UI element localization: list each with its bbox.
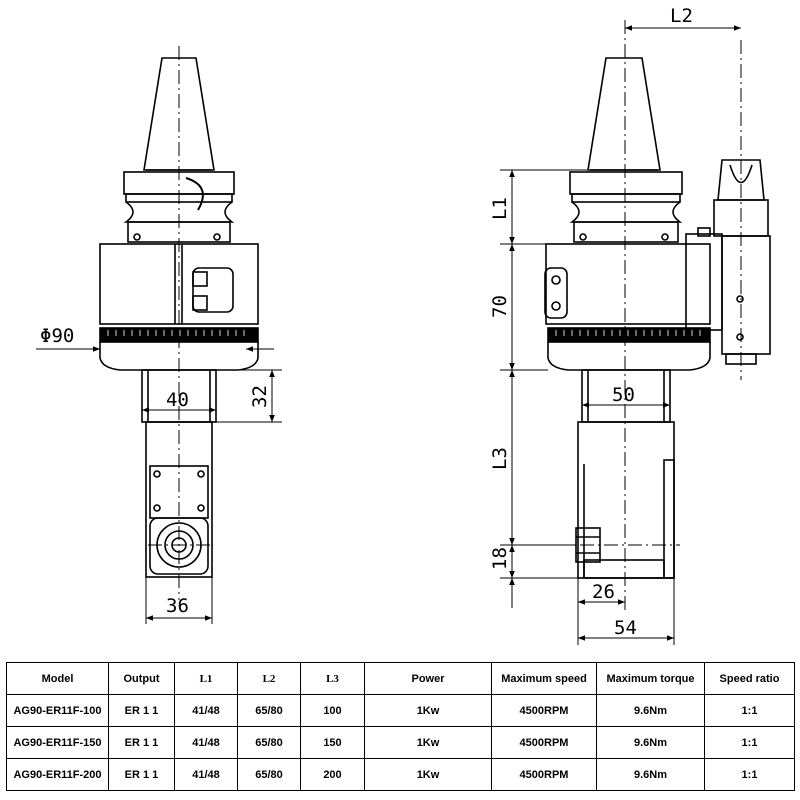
cell-power: 1Kw	[364, 758, 492, 791]
taper-shank-side	[587, 57, 661, 171]
dim-height-70: 70	[489, 295, 511, 318]
technical-drawing: Φ90 40 32 36	[36, 5, 771, 645]
scale-band-side	[547, 327, 711, 343]
cell-l1: 41/48	[174, 758, 238, 791]
extension-arm-side	[577, 421, 675, 579]
table-row: AG90-ER11F-100 ER 1 1 41/48 65/80 100 1K…	[6, 694, 795, 727]
dim-width-54: 54	[614, 617, 637, 639]
header-model: Model	[6, 662, 109, 695]
header-speed-ratio: Speed ratio	[704, 662, 795, 695]
header-max-speed: Maximum speed	[491, 662, 597, 695]
cell-max-speed: 4500RPM	[491, 694, 597, 727]
table-row: AG90-ER11F-200 ER 1 1 41/48 65/80 200 1K…	[6, 758, 795, 791]
cell-output: ER 1 1	[108, 694, 175, 727]
cell-l3: 150	[300, 726, 365, 759]
side-unit	[685, 233, 723, 331]
cell-power: 1Kw	[364, 694, 492, 727]
side-view	[544, 57, 771, 579]
header-output: Output	[108, 662, 175, 695]
dim-diameter-90: Φ90	[40, 325, 74, 347]
cell-max-torque: 9.6Nm	[596, 758, 705, 791]
cell-l1: 41/48	[174, 694, 238, 727]
cell-l3: 200	[300, 758, 365, 791]
cell-l2: 65/80	[237, 758, 301, 791]
cell-model: AG90-ER11F-200	[6, 758, 109, 791]
cell-l2: 65/80	[237, 694, 301, 727]
cell-max-torque: 9.6Nm	[596, 694, 705, 727]
taper-shank	[143, 57, 215, 171]
table-row: AG90-ER11F-150 ER 1 1 41/48 65/80 150 1K…	[6, 726, 795, 759]
cell-l1: 41/48	[174, 726, 238, 759]
cell-speed-ratio: 1:1	[704, 758, 795, 791]
cell-output: ER 1 1	[108, 758, 175, 791]
header-max-torque: Maximum torque	[596, 662, 705, 695]
dim-l3: L3	[489, 447, 511, 470]
cell-max-torque: 9.6Nm	[596, 726, 705, 759]
dim-width-26: 26	[592, 581, 615, 603]
dim-width-50: 50	[612, 384, 635, 406]
dim-width-40: 40	[166, 389, 189, 411]
cell-l2: 65/80	[237, 726, 301, 759]
cell-speed-ratio: 1:1	[704, 694, 795, 727]
cell-model: AG90-ER11F-150	[6, 726, 109, 759]
header-l3: L3	[300, 662, 365, 695]
table-header-row: Model Output L1 L2 L3 Power Maximum spee…	[6, 662, 795, 695]
cell-model: AG90-ER11F-100	[6, 694, 109, 727]
dim-width-36: 36	[166, 595, 189, 617]
cell-power: 1Kw	[364, 726, 492, 759]
dim-l2: L2	[670, 5, 693, 27]
dim-l1: L1	[489, 197, 511, 220]
cell-l3: 100	[300, 694, 365, 727]
head-body-side	[545, 243, 711, 325]
dim-height-18: 18	[489, 547, 511, 570]
cell-max-speed: 4500RPM	[491, 726, 597, 759]
cell-speed-ratio: 1:1	[704, 726, 795, 759]
header-power: Power	[364, 662, 492, 695]
specification-table: Model Output L1 L2 L3 Power Maximum spee…	[6, 662, 795, 791]
dim-height-32: 32	[249, 385, 271, 408]
header-l2: L2	[237, 662, 301, 695]
cell-max-speed: 4500RPM	[491, 758, 597, 791]
header-l1: L1	[174, 662, 238, 695]
cell-output: ER 1 1	[108, 726, 175, 759]
